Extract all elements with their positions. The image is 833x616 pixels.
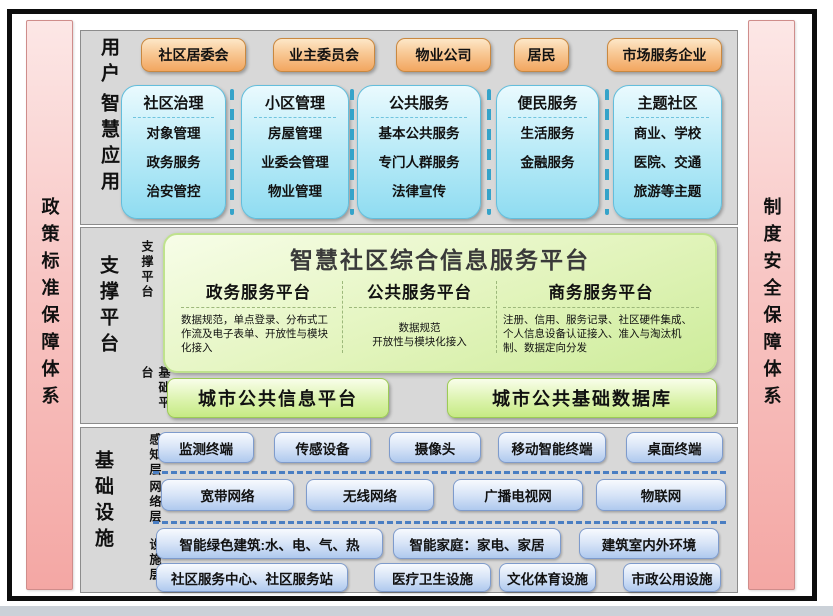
section-title: 政务服务平台	[181, 279, 336, 308]
app-item: 基本公共服务	[378, 126, 460, 141]
institution-security-guarantee-bar: 制度安全保障体系	[748, 20, 795, 590]
infrastructure-panel: 基础设施 感知层 网络层 设施层 监测终端 传感设备 摄像头 移动智能终端 桌面…	[80, 427, 738, 593]
platform-title: 智慧社区综合信息服务平台	[290, 247, 590, 273]
divider	[508, 117, 587, 118]
divider	[625, 117, 710, 118]
facility-box-culture-sports: 文化体育设施	[499, 563, 596, 592]
diagram-outer-frame	[7, 9, 817, 601]
user-box-residents: 居民	[514, 38, 569, 72]
window-bottom-edge	[0, 606, 833, 616]
facility-box-service-center: 社区服务中心、社区服务站	[156, 563, 348, 592]
layer-divider-dashed	[153, 521, 726, 524]
app-column-convenience-services: 便民服务 生活服务 金融服务	[496, 85, 599, 219]
app-column-theme-community: 主题社区 商业、学校 医院、交通 旅游等主题	[613, 85, 722, 219]
public-service-platform-section: 公共服务平台 数据规范 开放性与模块化接入	[343, 279, 496, 355]
sensing-box-sensor-device: 传感设备	[274, 432, 371, 463]
network-box-iot: 物联网	[596, 479, 726, 511]
sensing-box-monitor-terminal: 监测终端	[158, 432, 254, 463]
divider	[133, 117, 214, 118]
policy-standards-label: 政策标准保障体系	[39, 197, 60, 413]
network-box-broadband: 宽带网络	[161, 479, 294, 511]
gov-service-platform-section: 政务服务平台 数据规范，单点登录、分布式工作流及电子表单、开放性与模块化接入	[175, 279, 342, 355]
app-item: 对象管理	[146, 126, 201, 141]
support-platform-panel: 支撑平台 支撑平台 基础平台 智慧社区综合信息服务平台 政务服务平台 数据规范，…	[80, 227, 738, 424]
facility-box-medical: 医疗卫生设施	[374, 563, 491, 592]
user-box-property-company: 物业公司	[396, 38, 491, 72]
app-column-title: 便民服务	[517, 95, 578, 112]
app-column-separator	[230, 89, 234, 215]
section-desc: 注册、信用、服务记录、社区硬件集成、个人信息设备认证接入、准入与淘汰机制、数据定…	[503, 314, 692, 354]
city-public-info-platform-box: 城市公共信息平台	[167, 378, 389, 418]
app-column-separator	[487, 89, 491, 215]
infrastructure-label: 基础设施	[92, 450, 113, 554]
app-item: 医院、交通	[633, 155, 702, 170]
app-item: 专门人群服务	[378, 155, 460, 170]
city-public-base-database-box: 城市公共基础数据库	[447, 378, 717, 418]
app-column-public-services: 公共服务 基本公共服务 专门人群服务 法律宣传	[357, 85, 481, 219]
users-row-label: 用户	[98, 37, 119, 89]
app-item: 政务服务	[146, 155, 201, 170]
app-item: 法律宣传	[392, 184, 446, 199]
section-separator	[496, 281, 497, 353]
app-column-title: 小区管理	[264, 95, 325, 112]
support-platform-label: 支撑平台	[97, 255, 118, 359]
section-title: 商务服务平台	[503, 279, 699, 308]
app-item: 物业管理	[268, 184, 322, 199]
sensing-box-desktop-terminal: 桌面终端	[626, 432, 723, 463]
app-item: 商业、学校	[633, 126, 702, 141]
divider	[253, 117, 337, 118]
app-item: 旅游等主题	[633, 184, 702, 199]
section-separator	[342, 281, 343, 353]
facility-box-municipal: 市政公用设施	[623, 563, 721, 592]
app-item: 房屋管理	[268, 126, 322, 141]
app-column-estate-management: 小区管理 房屋管理 业委会管理 物业管理	[241, 85, 349, 219]
sensing-box-mobile-terminal: 移动智能终端	[498, 432, 606, 463]
app-column-title: 主题社区	[637, 95, 698, 112]
integrated-info-service-platform: 智慧社区综合信息服务平台 政务服务平台 数据规范，单点登录、分布式工作流及电子表…	[163, 233, 717, 373]
support-sub-label: 支撑平台	[140, 240, 154, 300]
facility-box-building-env: 建筑室内外环境	[579, 528, 719, 559]
app-item: 金融服务	[520, 155, 575, 170]
app-item: 治安管控	[146, 184, 201, 199]
facility-box-smart-home: 智能家庭：家电、家居	[393, 528, 561, 559]
app-item: 业委会管理	[261, 155, 329, 170]
user-box-owners-committee: 业主委员会	[273, 38, 375, 72]
facility-box-green-building: 智能绿色建筑:水、电、气、热	[156, 528, 383, 559]
network-box-wireless: 无线网络	[306, 479, 434, 511]
sensing-box-camera: 摄像头	[389, 432, 481, 463]
business-service-platform-section: 商务服务平台 注册、信用、服务记录、社区硬件集成、个人信息设备认证接入、准入与淘…	[497, 279, 705, 355]
policy-standards-guarantee-bar: 政策标准保障体系	[26, 20, 73, 590]
network-layer-label: 网络层	[148, 480, 162, 525]
section-title: 公共服务平台	[349, 279, 490, 308]
section-desc: 数据规范 开放性与模块化接入	[372, 322, 467, 348]
section-desc: 数据规范，单点登录、分布式工作流及电子表单、开放性与模块化接入	[181, 314, 328, 354]
apps-row-label: 智慧应用	[98, 93, 119, 197]
app-column-community-governance: 社区治理 对象管理 政务服务 治安管控	[121, 85, 226, 219]
app-column-title: 公共服务	[388, 95, 449, 112]
users-apps-panel: 用户 智慧应用 社区居委会 业主委员会 物业公司 居民 市场服务企业 社区治理 …	[80, 30, 738, 225]
divider	[371, 117, 467, 118]
app-column-separator	[350, 89, 354, 215]
user-box-community-committee: 社区居委会	[141, 38, 246, 72]
network-box-broadcast-tv: 广播电视网	[453, 479, 583, 511]
app-item: 生活服务	[520, 126, 575, 141]
app-column-title: 社区治理	[143, 95, 204, 112]
institution-security-label: 制度安全保障体系	[761, 197, 782, 413]
user-box-market-enterprises: 市场服务企业	[607, 38, 722, 72]
app-column-separator	[605, 89, 609, 215]
layer-divider-dashed	[153, 471, 726, 474]
